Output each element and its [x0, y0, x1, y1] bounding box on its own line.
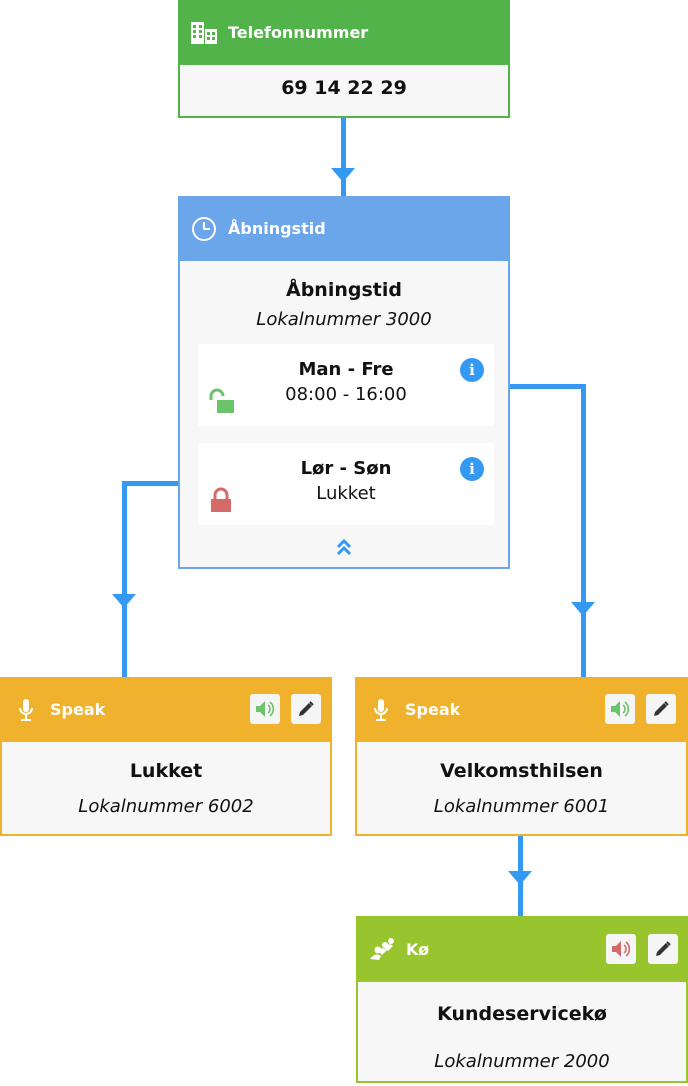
speak-closed-node[interactable]: Speak Lukket Lokalnummer 6002 — [0, 677, 332, 836]
speak-closed-subtitle: Lokalnummer 6002 — [78, 796, 254, 817]
connector-phone-to-opening — [341, 118, 346, 196]
queue-node-header: Kø — [356, 916, 688, 982]
speak-welcome-header-label: Speak — [405, 700, 461, 719]
phone-node-header: Telefonnummer — [178, 0, 510, 65]
opening-node-subtitle: Lokalnummer 3000 — [256, 309, 432, 330]
edit-button[interactable] — [648, 934, 678, 964]
rule-days: Lør - Søn — [300, 458, 392, 479]
unlocked-icon — [208, 388, 236, 418]
opening-node-header: Åbningstid — [178, 196, 510, 261]
speak-closed-header: Speak — [0, 677, 332, 742]
speak-welcome-subtitle: Lokalnummer 6001 — [433, 796, 610, 817]
connector-open-horizontal — [497, 384, 586, 389]
edit-button[interactable] — [291, 694, 321, 724]
chevron-double-up-icon[interactable] — [336, 538, 352, 560]
pencil-icon — [654, 701, 669, 716]
edit-button[interactable] — [646, 694, 676, 724]
queue-node-subtitle: Lokalnummer 2000 — [434, 1051, 610, 1072]
connector-open-vertical — [581, 384, 586, 677]
speak-welcome-node[interactable]: Speak Velkomsthilsen Lokalnummer 6001 — [355, 677, 688, 836]
speaker-icon — [256, 701, 275, 717]
building-icon — [190, 19, 218, 47]
connector-closed-horizontal — [122, 481, 198, 486]
queue-node[interactable]: Kø Kundeservicekø Lokalnummer 2000 — [356, 916, 688, 1083]
speak-welcome-title: Velkomsthilsen — [440, 760, 603, 782]
speaker-icon — [612, 941, 631, 957]
microphone-icon — [367, 696, 395, 724]
phone-number: 69 14 22 29 — [281, 77, 407, 99]
connector-arrow — [112, 594, 136, 608]
rule-hours: Lukket — [316, 483, 376, 504]
users-queue-icon — [368, 935, 396, 963]
opening-node-header-label: Åbningstid — [228, 219, 326, 238]
clock-icon — [190, 215, 218, 243]
connector-closed-vertical — [122, 481, 127, 677]
speaker-icon — [611, 701, 630, 717]
opening-rule-weekend[interactable]: Lør - Søn Lukket i — [198, 443, 494, 525]
info-icon[interactable]: i — [460, 457, 484, 481]
opening-rule-weekdays[interactable]: Man - Fre 08:00 - 16:00 i — [198, 344, 494, 426]
play-audio-button[interactable] — [606, 934, 636, 964]
play-audio-button[interactable] — [250, 694, 280, 724]
rule-days: Man - Fre — [298, 359, 394, 380]
rule-hours: 08:00 - 16:00 — [285, 384, 407, 405]
speak-welcome-header: Speak — [355, 677, 688, 742]
play-audio-button[interactable] — [605, 694, 635, 724]
connector-arrow — [331, 168, 355, 182]
connector-arrow — [571, 602, 595, 616]
microphone-icon — [12, 696, 40, 724]
speak-closed-title: Lukket — [129, 760, 203, 782]
locked-icon — [210, 487, 232, 517]
opening-hours-node[interactable]: Åbningstid Åbningstid Lokalnummer 3000 M… — [178, 196, 510, 569]
queue-node-header-label: Kø — [406, 939, 430, 959]
phone-node-header-label: Telefonnummer — [228, 23, 369, 42]
opening-node-title: Åbningstid — [286, 279, 402, 301]
info-icon[interactable]: i — [460, 358, 484, 382]
speak-closed-header-label: Speak — [50, 700, 106, 719]
connector-arrow — [508, 871, 532, 885]
pencil-icon — [656, 941, 671, 956]
phone-number-node[interactable]: Telefonnummer 69 14 22 29 — [178, 0, 510, 118]
queue-node-title: Kundeservicekø — [437, 1003, 607, 1025]
pencil-icon — [299, 701, 314, 716]
